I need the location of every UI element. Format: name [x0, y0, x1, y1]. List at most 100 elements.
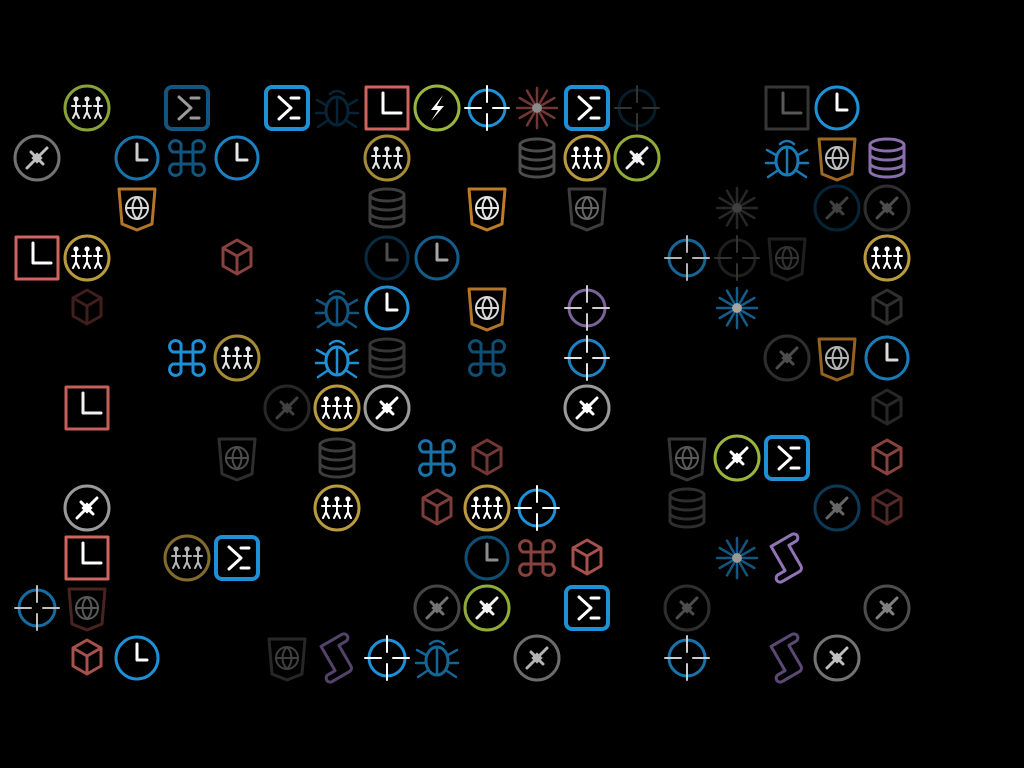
- crosshair-icon[interactable]: [13, 584, 61, 632]
- crosshair-icon[interactable]: [563, 284, 611, 332]
- satellite-circle-icon[interactable]: [363, 384, 411, 432]
- clock-circle-icon[interactable]: [113, 134, 161, 182]
- people-circle-icon[interactable]: [313, 384, 361, 432]
- people-circle-icon[interactable]: [563, 134, 611, 182]
- star-burst-icon[interactable]: [513, 84, 561, 132]
- cube-icon[interactable]: [63, 634, 111, 682]
- sigma-box-icon[interactable]: [263, 84, 311, 132]
- globe-shield-icon[interactable]: [113, 184, 161, 232]
- sigma-box-icon[interactable]: [563, 584, 611, 632]
- people-circle-icon[interactable]: [63, 234, 111, 282]
- satellite-circle-icon[interactable]: [463, 584, 511, 632]
- satellite-circle-icon[interactable]: [513, 634, 561, 682]
- globe-shield-icon[interactable]: [663, 434, 711, 482]
- globe-shield-icon[interactable]: [63, 584, 111, 632]
- crosshair-icon[interactable]: [663, 234, 711, 282]
- satellite-circle-icon[interactable]: [563, 384, 611, 432]
- satellite-circle-icon[interactable]: [713, 434, 761, 482]
- satellite-circle-icon[interactable]: [813, 484, 861, 532]
- bug-icon[interactable]: [763, 134, 811, 182]
- command-icon[interactable]: [513, 534, 561, 582]
- people-circle-icon[interactable]: [163, 534, 211, 582]
- crosshair-icon[interactable]: [613, 84, 661, 132]
- globe-shield-icon[interactable]: [763, 234, 811, 282]
- clock-circle-icon[interactable]: [813, 84, 861, 132]
- database-icon[interactable]: [363, 334, 411, 382]
- command-icon[interactable]: [163, 134, 211, 182]
- crosshair-icon[interactable]: [663, 634, 711, 682]
- people-circle-icon[interactable]: [363, 134, 411, 182]
- globe-shield-icon[interactable]: [813, 334, 861, 382]
- sigma-box-icon[interactable]: [763, 434, 811, 482]
- people-circle-icon[interactable]: [863, 234, 911, 282]
- cube-icon[interactable]: [63, 284, 111, 332]
- cube-icon[interactable]: [563, 534, 611, 582]
- command-icon[interactable]: [413, 434, 461, 482]
- bug-icon[interactable]: [313, 334, 361, 382]
- star-burst-icon[interactable]: [713, 534, 761, 582]
- satellite-circle-icon[interactable]: [863, 584, 911, 632]
- sigma-box-icon[interactable]: [563, 84, 611, 132]
- scroll-icon[interactable]: [313, 632, 361, 684]
- satellite-circle-icon[interactable]: [813, 184, 861, 232]
- cube-icon[interactable]: [863, 484, 911, 532]
- satellite-circle-icon[interactable]: [863, 184, 911, 232]
- cube-icon[interactable]: [413, 484, 461, 532]
- clock-box-icon[interactable]: [63, 534, 111, 582]
- satellite-circle-icon[interactable]: [263, 384, 311, 432]
- clock-circle-icon[interactable]: [213, 134, 261, 182]
- globe-shield-icon[interactable]: [213, 434, 261, 482]
- globe-shield-icon[interactable]: [263, 634, 311, 682]
- database-icon[interactable]: [513, 134, 561, 182]
- people-circle-icon[interactable]: [63, 84, 111, 132]
- crosshair-icon[interactable]: [563, 334, 611, 382]
- cube-icon[interactable]: [213, 234, 261, 282]
- satellite-circle-icon[interactable]: [663, 584, 711, 632]
- clock-box-icon[interactable]: [763, 84, 811, 132]
- clock-circle-icon[interactable]: [463, 534, 511, 582]
- clock-circle-icon[interactable]: [363, 284, 411, 332]
- crosshair-icon[interactable]: [363, 634, 411, 682]
- clock-box-icon[interactable]: [63, 384, 111, 432]
- satellite-circle-icon[interactable]: [413, 584, 461, 632]
- people-circle-icon[interactable]: [313, 484, 361, 532]
- clock-circle-icon[interactable]: [413, 234, 461, 282]
- satellite-circle-icon[interactable]: [613, 134, 661, 182]
- command-icon[interactable]: [463, 334, 511, 382]
- satellite-circle-icon[interactable]: [63, 484, 111, 532]
- cube-icon[interactable]: [463, 434, 511, 482]
- satellite-circle-icon[interactable]: [763, 334, 811, 382]
- command-icon[interactable]: [163, 334, 211, 382]
- database-icon[interactable]: [863, 134, 911, 182]
- globe-shield-icon[interactable]: [463, 184, 511, 232]
- bug-icon[interactable]: [313, 284, 361, 332]
- cube-icon[interactable]: [863, 384, 911, 432]
- globe-shield-icon[interactable]: [813, 134, 861, 182]
- clock-circle-icon[interactable]: [863, 334, 911, 382]
- crosshair-icon[interactable]: [463, 84, 511, 132]
- star-burst-icon[interactable]: [713, 184, 761, 232]
- satellite-circle-icon[interactable]: [13, 134, 61, 182]
- star-burst-icon[interactable]: [713, 284, 761, 332]
- globe-shield-icon[interactable]: [563, 184, 611, 232]
- clock-box-icon[interactable]: [363, 84, 411, 132]
- database-icon[interactable]: [663, 484, 711, 532]
- sigma-box-icon[interactable]: [213, 534, 261, 582]
- bolt-circle-icon[interactable]: [413, 84, 461, 132]
- cube-icon[interactable]: [863, 284, 911, 332]
- clock-box-icon[interactable]: [13, 234, 61, 282]
- clock-circle-icon[interactable]: [113, 634, 161, 682]
- crosshair-icon[interactable]: [713, 234, 761, 282]
- database-icon[interactable]: [313, 434, 361, 482]
- people-circle-icon[interactable]: [463, 484, 511, 532]
- crosshair-icon[interactable]: [513, 484, 561, 532]
- sigma-box-icon[interactable]: [163, 84, 211, 132]
- people-circle-icon[interactable]: [213, 334, 261, 382]
- clock-circle-icon[interactable]: [363, 234, 411, 282]
- scroll-icon[interactable]: [763, 632, 811, 684]
- satellite-circle-icon[interactable]: [813, 634, 861, 682]
- scroll-icon[interactable]: [763, 532, 811, 584]
- cube-icon[interactable]: [863, 434, 911, 482]
- database-icon[interactable]: [363, 184, 411, 232]
- bug-icon[interactable]: [313, 84, 361, 132]
